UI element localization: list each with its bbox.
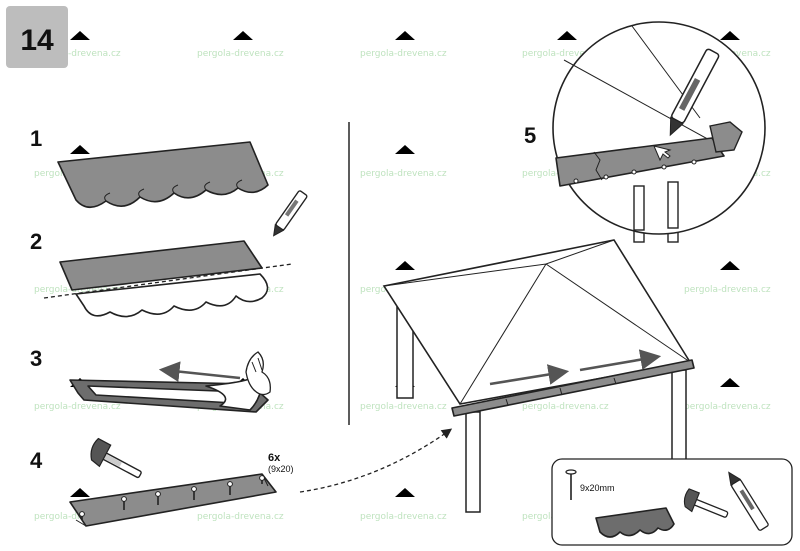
step-4: 4 6x (9x20) [30,428,453,527]
step-4-number: 4 [30,448,43,473]
watermark-text: pergola-drevena.cz [522,402,609,412]
watermark-tile [719,378,741,396]
post [465,411,481,513]
step-badge: 14 [6,6,68,68]
utility-knife-icon [728,471,769,531]
step-1-number: 1 [30,126,42,151]
step-3-number: 3 [30,346,42,371]
step-1: 1 [30,126,269,209]
install-direction-arrow-1 [489,364,570,386]
watermark-tile [394,488,416,506]
materials-box: 9x20mm [551,458,793,546]
shingle-nailed-strip [69,473,277,527]
watermark-text: pergola-drevena.cz [197,512,284,522]
watermark-text: pergola-drevena.cz [684,402,771,412]
nail [191,486,197,500]
watermark-text: pergola-drevena.cz [684,285,771,295]
watermark-text: pergola-drevena.cz [360,169,447,179]
step-3: 3 [30,346,271,413]
utility-knife-icon [669,48,720,137]
watermark-tile [232,31,254,49]
watermark-tile [394,31,416,49]
step-2: 2 [30,190,308,318]
watermark-text: pergola-drevena.cz [34,49,121,59]
nail [227,481,233,495]
detail-contents [555,25,743,231]
placement-arrow [299,428,453,493]
step-5: 5 [524,21,766,235]
peel-direction-arrow [158,361,241,382]
hammer-icon [90,437,142,479]
detail-magnifier [552,21,766,235]
detail-post [667,181,679,229]
step-badge-bg [6,6,68,68]
cut-off-piece [709,121,743,153]
shingle-cut-tabs [75,273,269,318]
nail-icon [565,469,577,500]
install-direction-arrow-2 [579,349,662,372]
cursor-icon [653,145,672,162]
watermark-text: pergola-drevena.cz [360,49,447,59]
nail [79,511,85,520]
step-badge-number: 14 [20,24,54,57]
shingle-strip [57,141,269,209]
nail-spec-label: 9x20mm [580,483,615,493]
release-film-peel [205,375,263,411]
watermark-text: pergola-drevena.cz [197,49,284,59]
first-row-shingles [451,359,695,417]
watermark-text: pergola-drevena.cz [522,49,609,59]
nail [121,496,127,510]
watermark-text: pergola-drevena.cz [360,402,447,412]
shingle-joints [505,377,617,406]
watermark-tile [394,261,416,279]
watermark-tile [556,31,578,49]
post [671,369,687,471]
shingle-sample [595,507,675,538]
pergola [382,171,695,513]
shingle-tab-edges [104,179,243,202]
watermark-tile [394,145,416,163]
detail-shingle-joint [593,151,603,181]
hammer-icon [683,488,729,518]
nail-count-label: 6x [268,452,281,464]
nail [155,491,161,505]
step-2-number: 2 [30,229,42,254]
detail-post [633,185,645,231]
hand-icon [245,351,271,396]
watermark-tile [69,31,91,49]
watermark-text: pergola-drevena.cz [34,402,121,412]
watermark-tile [719,261,741,279]
step-5-number: 5 [524,123,536,148]
watermark-text: pergola-drevena.cz [34,512,121,522]
detail-nail-row [573,159,697,184]
materials-box-frame [551,458,793,546]
watermark-text: pergola-drevena.cz [360,512,447,522]
utility-knife-icon [273,190,308,237]
nail [259,475,265,484]
nail-size-label: (9x20) [268,464,294,474]
pergola-roof [382,239,692,405]
roof-hips [383,239,691,405]
nails-row [79,475,265,520]
